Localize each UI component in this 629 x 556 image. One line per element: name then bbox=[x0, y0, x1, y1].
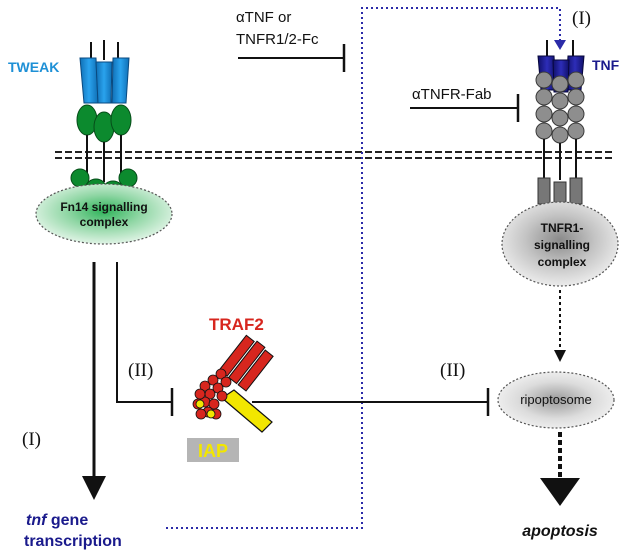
tweak-ligand-icon bbox=[79, 40, 130, 104]
cell-membrane bbox=[55, 151, 612, 159]
step-i-left-label: (I) bbox=[22, 429, 41, 450]
tnf-label: TNF bbox=[592, 57, 620, 73]
blocker-top-line2: TNFR1/2-Fc bbox=[236, 31, 319, 48]
transcription-arrow bbox=[82, 262, 106, 500]
tnfr1-transmembrane bbox=[537, 139, 583, 209]
fn14-complex-label-line2: complex bbox=[80, 215, 129, 229]
tweak-label: TWEAK bbox=[8, 59, 59, 75]
iap-label: IAP bbox=[198, 441, 228, 461]
step-ii-right-label: (II) bbox=[440, 360, 465, 381]
traf2-iap-complex-icon bbox=[192, 334, 274, 433]
tnf-gene-rest: gene bbox=[46, 512, 88, 529]
blocker-top-inhibition bbox=[238, 44, 346, 72]
complex-to-ripoptosome-arrow bbox=[554, 290, 566, 362]
blocker-fab-inhibition bbox=[410, 94, 520, 122]
ripoptosome-label: ripoptosome bbox=[520, 392, 592, 407]
traf2-label: TRAF2 bbox=[209, 315, 264, 334]
transcription-label: transcription bbox=[24, 533, 122, 550]
blocker-fab-label: αTNFR-Fab bbox=[412, 86, 492, 103]
ripoptosome-node: ripoptosome bbox=[497, 371, 615, 429]
tnf-feedback-arrowhead bbox=[554, 40, 566, 50]
tnf-gene-label: tnf gene bbox=[26, 512, 88, 529]
tnfr1-complex-label-line1: TNFR1- bbox=[541, 221, 584, 235]
traf2-ripoptosome-inhibition bbox=[252, 388, 490, 416]
tnfr1-complex-label-line2: signalling bbox=[534, 238, 590, 252]
apoptosis-label: apoptosis bbox=[522, 523, 598, 540]
step-ii-left-label: (II) bbox=[128, 360, 153, 381]
fn14-complex-label-line1: Fn14 signalling bbox=[60, 200, 147, 214]
ripoptosome-to-apoptosis-arrow bbox=[540, 432, 580, 506]
tnfr1-receptor-icon bbox=[535, 71, 585, 144]
blocker-top-line1: αTNF or bbox=[236, 9, 291, 26]
iap-badge: IAP bbox=[187, 438, 239, 462]
tnf-gene-italic: tnf bbox=[26, 512, 48, 529]
tnfr1-complex-label-line3: complex bbox=[538, 255, 587, 269]
fn14-signalling-complex: Fn14 signalling complex bbox=[35, 183, 173, 245]
tnfr1-signalling-complex: TNFR1- signalling complex bbox=[501, 201, 619, 287]
step-i-right-label: (I) bbox=[572, 8, 591, 29]
fn14-traf2-inhibition bbox=[116, 262, 174, 416]
tnf-feedback-dotted-path bbox=[166, 7, 561, 529]
